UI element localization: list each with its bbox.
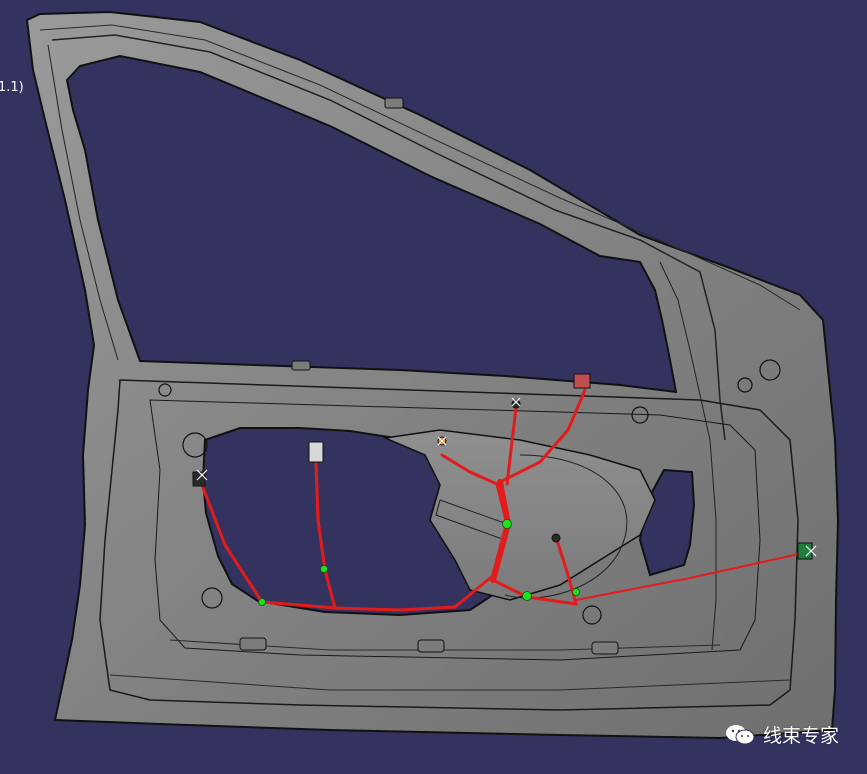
inner-panel-edge-2 <box>149 399 761 661</box>
regulator-plate <box>382 429 656 601</box>
connector-mid <box>511 399 521 409</box>
harness-node <box>522 591 532 601</box>
connector-right <box>797 542 813 560</box>
frame-pillar-edge <box>47 44 119 361</box>
mount-holes <box>158 359 781 625</box>
spec-tree-label: 1.1) <box>0 80 24 95</box>
connector-cross-marks <box>196 397 817 557</box>
harness-node <box>258 598 266 606</box>
wechat-icon <box>725 724 755 746</box>
lower-rib-2 <box>109 674 791 691</box>
harness-node <box>320 565 328 573</box>
harness-nodes[interactable] <box>258 519 580 606</box>
regulator-arc <box>504 454 628 599</box>
window-frame-edge <box>51 34 726 441</box>
harness-node <box>502 519 512 529</box>
wire-harness[interactable] <box>198 388 809 612</box>
connector-center <box>308 441 324 463</box>
lower-clips <box>239 97 619 655</box>
harness-node <box>572 588 580 596</box>
window-frame-edge-2 <box>39 24 801 311</box>
watermark-text: 线束专家 <box>762 725 839 747</box>
inner-panel-edge <box>99 379 799 711</box>
door-panel[interactable] <box>25 10 840 740</box>
connector-lower <box>551 533 561 543</box>
connector-top-right <box>573 373 591 389</box>
watermark: 线束专家 <box>725 721 839 748</box>
frame-pillar-edge-2 <box>659 261 717 651</box>
